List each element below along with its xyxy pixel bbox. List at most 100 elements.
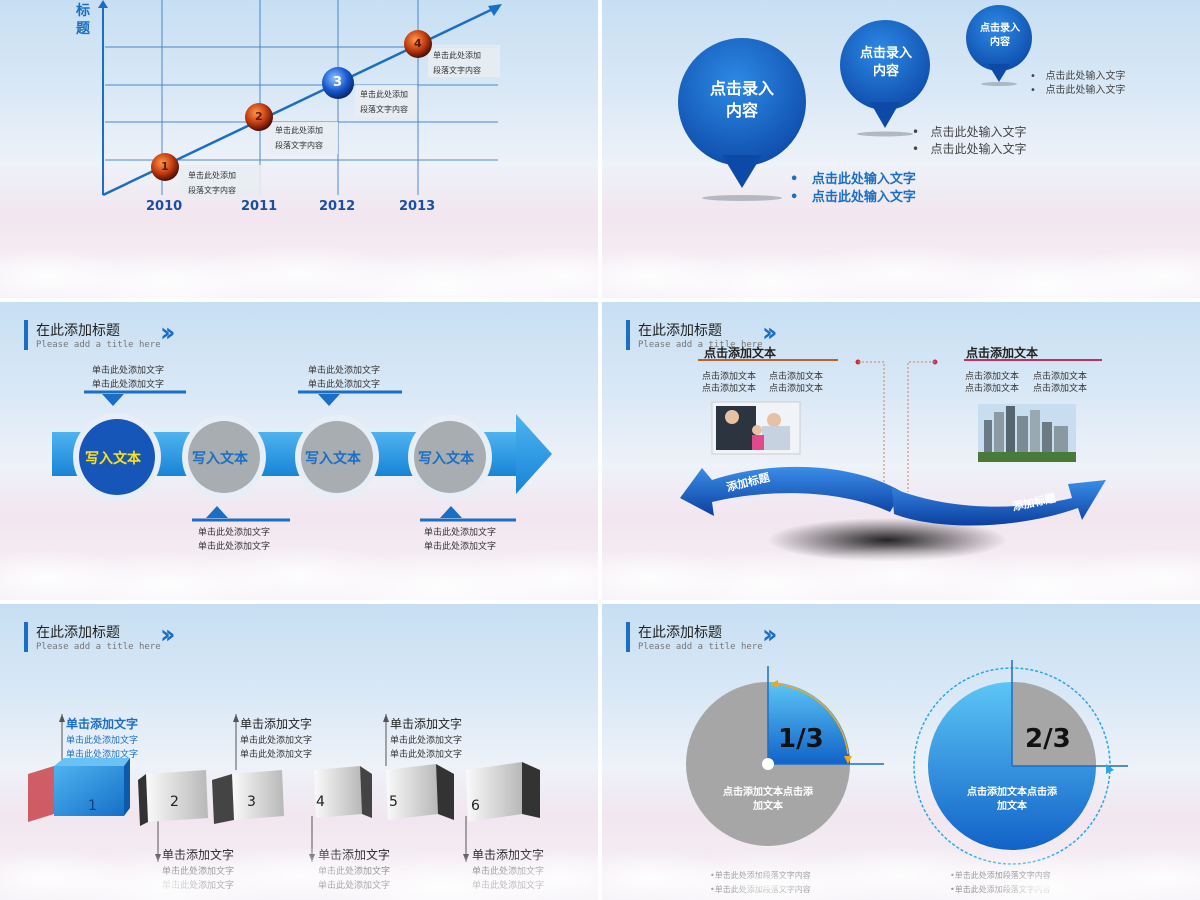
- left-cell-1: 点击添加文本: [702, 372, 757, 382]
- bottom-label-3-l2: 单击此处添加文字: [472, 881, 545, 891]
- step-text-2a: 单击此处添加: [275, 126, 323, 135]
- bullet-big-1: • 点击此处输入文字: [790, 172, 916, 187]
- bottom-label-2-l1: 单击此处添加文字: [318, 867, 391, 877]
- top-label-3-title[interactable]: 单击添加文字: [390, 717, 463, 731]
- header-accent-bar: [626, 622, 630, 652]
- year-2011: 2011: [241, 199, 278, 214]
- step-text-4b: 段落文字内容: [433, 66, 481, 75]
- top-label-2-l1: 单击此处添加文字: [240, 736, 313, 746]
- left-bullet-1: •单击此处添加段落文字内容: [710, 871, 811, 880]
- bottom-note-1a: 单击此处添加文字: [198, 528, 271, 538]
- slide-curved-arrows[interactable]: 在此添加标题 Please add a title here ››: [602, 302, 1200, 600]
- step-num-4: 4: [414, 37, 422, 50]
- cube-num-2: 2: [170, 794, 179, 810]
- top-note-2b: 单击此处添加文字: [308, 380, 381, 390]
- fraction-right: 2/3: [1025, 724, 1071, 754]
- right-bullet-2: •单击此处添加段落文字内容: [950, 885, 1051, 894]
- y-axis-label: 标题: [76, 3, 90, 37]
- top-label-3-l1: 单击此处添加文字: [390, 736, 463, 746]
- bottom-label-3-title[interactable]: 单击添加文字: [472, 848, 545, 862]
- left-cell-3: 点击添加文本: [702, 384, 757, 394]
- bottom-note-2a: 单击此处添加文字: [424, 528, 497, 538]
- page-title[interactable]: 在此添加标题: [638, 323, 722, 339]
- bubble-small-text[interactable]: 点击录入内容: [980, 23, 1020, 48]
- right-cell-3: 点击添加文本: [965, 384, 1020, 394]
- page-title[interactable]: 在此添加标题: [36, 323, 120, 339]
- circle-text-1[interactable]: 写入文本: [85, 451, 141, 467]
- step-num-3: 3: [333, 75, 343, 90]
- bubble-graphics: [678, 5, 1032, 201]
- cube-num-4: 4: [316, 794, 325, 810]
- bullet-big-2: • 点击此处输入文字: [790, 190, 916, 205]
- slide-arrow-circles[interactable]: 在此添加标题 Please add a title here ›› 写入文本 写…: [0, 302, 598, 600]
- slide-bubbles[interactable]: 点击录入内容 点击录入内容 点击录入内容 • 点击此处输入文字 • 点击此处输入…: [602, 0, 1200, 298]
- curved-arrow-graphic: [680, 359, 1106, 562]
- top-label-1-l1: 单击此处添加文字: [66, 736, 139, 746]
- page-subtitle[interactable]: Please add a title here: [638, 340, 763, 350]
- step-text-3b: 段落文字内容: [360, 105, 408, 114]
- bottom-label-1-title[interactable]: 单击添加文字: [162, 848, 235, 862]
- top-label-2-title[interactable]: 单击添加文字: [240, 717, 313, 731]
- left-title[interactable]: 点击添加文本: [704, 346, 777, 360]
- right-cell-4: 点击添加文本: [1033, 384, 1088, 394]
- header-accent-bar: [24, 622, 28, 652]
- cube-num-3: 3: [247, 794, 256, 810]
- bubble-mid-text[interactable]: 点击录入内容: [860, 46, 913, 79]
- bottom-label-2-title[interactable]: 单击添加文字: [318, 848, 391, 862]
- slide-fractions[interactable]: 在此添加标题 Please add a title here ›› 1/3 2/…: [602, 604, 1200, 900]
- bottom-label-3-l1: 单击此处添加文字: [472, 867, 545, 877]
- bubble-big-text[interactable]: 点击录入内容: [709, 79, 774, 120]
- top-label-1-l2: 单击此处添加文字: [66, 750, 139, 760]
- step-num-2: 2: [255, 110, 263, 123]
- step-ball-2: [245, 103, 273, 131]
- right-cell-2: 点击添加文本: [1033, 372, 1088, 382]
- left-bullet-2: •单击此处添加段落文字内容: [710, 885, 811, 894]
- right-bullet-1: •单击此处添加段落文字内容: [950, 871, 1051, 880]
- top-label-3-l2: 单击此处添加文字: [390, 750, 463, 760]
- bullet-mid-2: • 点击此处输入文字: [912, 142, 1027, 156]
- bottom-label-2-l2: 单击此处添加文字: [318, 881, 391, 891]
- cube-num-6: 6: [471, 798, 480, 814]
- page-title[interactable]: 在此添加标题: [36, 625, 120, 641]
- circle-text-3[interactable]: 写入文本: [305, 451, 361, 467]
- bullet-small-1: • 点击此处输入文字: [1030, 71, 1126, 82]
- bullet-small-2: • 点击此处输入文字: [1030, 85, 1126, 96]
- step-text-2b: 段落文字内容: [275, 141, 323, 150]
- cube-num-5: 5: [389, 794, 398, 810]
- circle-text-2[interactable]: 写入文本: [192, 451, 248, 467]
- timeline-graphic: [98, 0, 502, 197]
- step-ball-4: [404, 30, 432, 58]
- fraction-graphic: [686, 660, 1128, 865]
- top-note-1b: 单击此处添加文字: [92, 380, 165, 390]
- right-cell-1: 点击添加文本: [965, 372, 1020, 382]
- circle-text-4[interactable]: 写入文本: [418, 451, 474, 467]
- page-title[interactable]: 在此添加标题: [638, 625, 722, 641]
- year-2010: 2010: [146, 199, 183, 214]
- header-accent-bar: [24, 320, 28, 350]
- bottom-note-2b: 单击此处添加文字: [424, 542, 497, 552]
- step-ball-1: [151, 153, 179, 181]
- right-circle-text[interactable]: 点击添加文本点击添加文本: [967, 787, 1057, 812]
- left-circle-text[interactable]: 点击添加文本点击添加文本: [723, 787, 813, 812]
- cubes-graphic: [28, 714, 540, 862]
- page-subtitle[interactable]: Please add a title here: [638, 642, 763, 652]
- step-num-1: 1: [161, 160, 169, 173]
- bullet-mid-1: • 点击此处输入文字: [912, 125, 1027, 139]
- slide-cubes[interactable]: 在此添加标题 Please add a title here ››: [0, 604, 598, 900]
- top-note-2a: 单击此处添加文字: [308, 366, 381, 376]
- year-2013: 2013: [399, 199, 436, 214]
- slide-timeline[interactable]: 标题 3 1 2 4 单击此处添加 段落文字内容 单击此处添加 段落文字内容 单…: [0, 0, 598, 298]
- bottom-label-1-l2: 单击此处添加文字: [162, 881, 235, 891]
- step-text-1a: 单击此处添加: [188, 171, 236, 180]
- right-title[interactable]: 点击添加文本: [966, 346, 1039, 360]
- header-accent-bar: [626, 320, 630, 350]
- top-label-2-l2: 单击此处添加文字: [240, 750, 313, 760]
- bottom-note-1b: 单击此处添加文字: [198, 542, 271, 552]
- left-cell-2: 点击添加文本: [769, 372, 824, 382]
- top-label-1-title[interactable]: 单击添加文字: [66, 717, 139, 731]
- step-text-4a: 单击此处添加: [433, 51, 481, 60]
- bottom-label-1-l1: 单击此处添加文字: [162, 867, 235, 877]
- left-cell-4: 点击添加文本: [769, 384, 824, 394]
- page-subtitle[interactable]: Please add a title here: [36, 340, 161, 350]
- page-subtitle[interactable]: Please add a title here: [36, 642, 161, 652]
